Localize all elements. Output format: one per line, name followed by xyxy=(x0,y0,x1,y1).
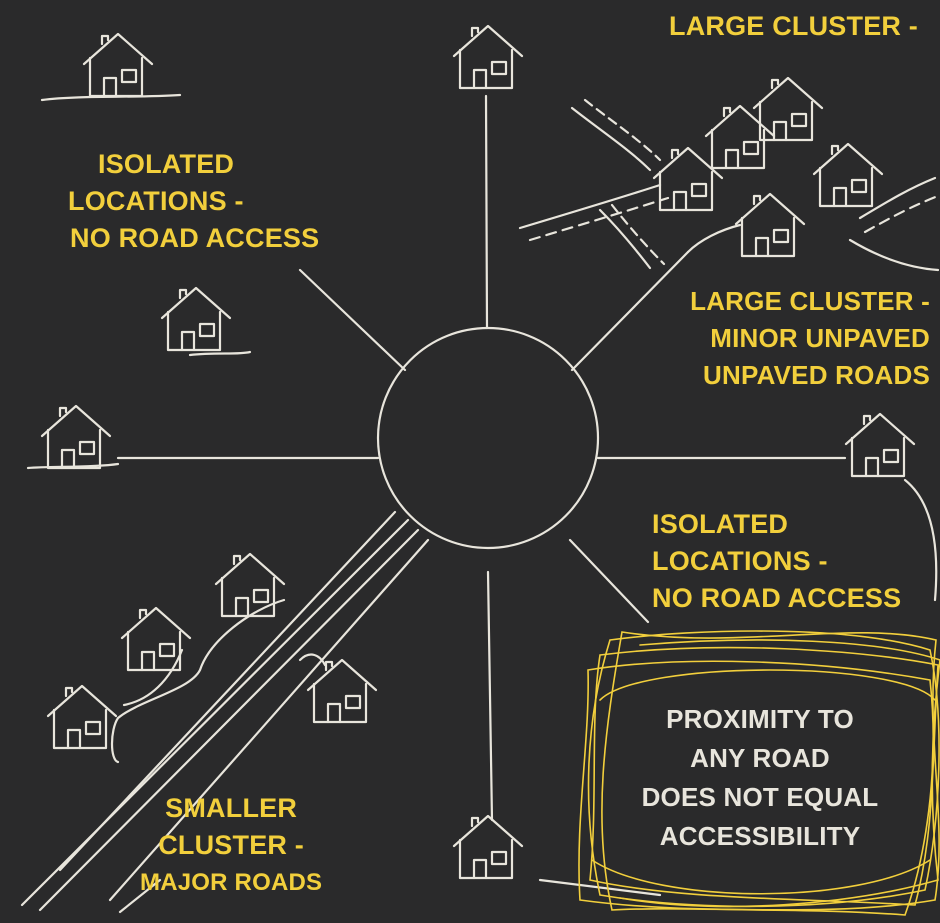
house-cluster xyxy=(652,76,884,258)
house-icon xyxy=(160,286,232,352)
house-icon xyxy=(734,192,806,258)
house-icon xyxy=(120,606,192,672)
local-track xyxy=(122,648,184,707)
local-track xyxy=(110,598,286,764)
label-proximity-note: PROXIMITY TO ANY ROAD DOES NOT EQUAL ACC… xyxy=(641,704,879,851)
unpaved-roads xyxy=(518,98,940,272)
house-icon xyxy=(46,684,118,750)
house-icon xyxy=(812,142,884,208)
house-icon xyxy=(82,32,154,98)
scribble-frame xyxy=(578,630,940,916)
label-large-cluster-top: LARGE CLUSTER - xyxy=(669,11,918,41)
central-hub xyxy=(376,326,600,550)
label-isolated-left: ISOLATED LOCATIONS - NO ROAD ACCESS xyxy=(68,149,320,253)
house-icon xyxy=(40,404,112,470)
house-icon xyxy=(452,814,524,880)
house-icon xyxy=(306,658,378,724)
house-icon xyxy=(844,412,916,478)
house-icon xyxy=(704,104,776,170)
label-isolated-right: ISOLATED LOCATIONS - NO ROAD ACCESS xyxy=(652,509,902,613)
major-road xyxy=(20,510,430,914)
house-icon xyxy=(214,552,286,618)
label-smaller-cluster: SMALLER CLUSTER - MAJOR ROADS xyxy=(140,793,323,896)
spoke-lines xyxy=(116,94,847,822)
label-large-cluster-right: LARGE CLUSTER - MINOR UNPAVED UNPAVED RO… xyxy=(690,286,930,390)
house-icon xyxy=(452,24,524,90)
